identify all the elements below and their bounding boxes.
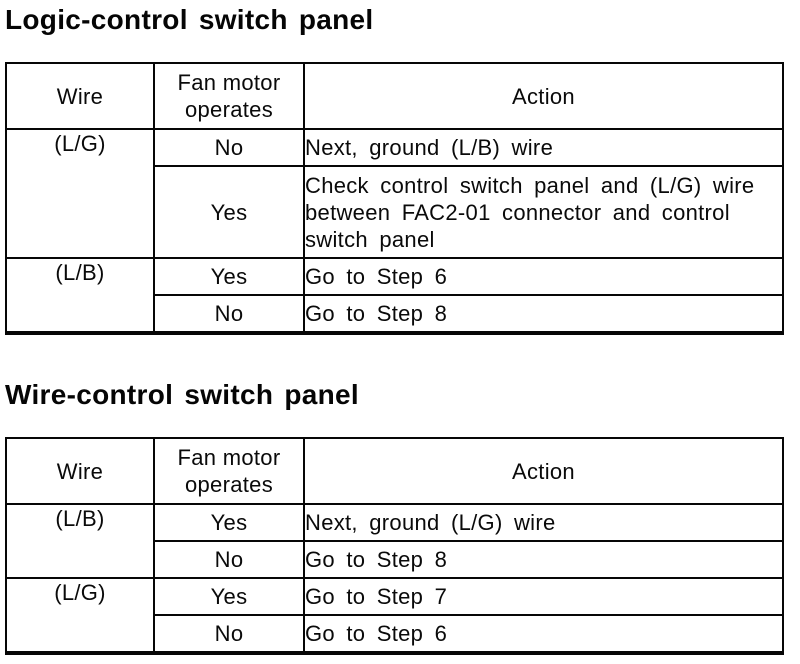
col-header-wire: Wire [5,437,155,505]
table-row: (L/G) No Next, ground (L/B) wire [5,128,784,259]
table-row: (L/G) Yes Go to Step 7 [5,577,784,654]
col-header-action: Action [303,437,784,505]
section-title-logic-control: Logic-control switch panel [5,4,374,35]
wire-cell: (L/B) [5,503,155,579]
wire-cell: (L/G) [5,128,155,259]
table-row: No Go to Step 6 [6,614,784,655]
action-cell: Check control switch panel and (L/G) wir… [303,165,784,259]
col-header-fan-motor-operates: Fan motor operates [153,62,305,130]
wire-control-table: Wire Fan motor operates Action (L/B) Yes… [5,437,784,655]
operates-cell: No [153,128,305,167]
table-header-row: Wire Fan motor operates Action [5,437,784,505]
table-row: No Go to Step 8 [6,540,784,579]
table-row: No Go to Step 8 [6,294,784,335]
operates-cell: No [153,540,305,579]
table-row: (L/B) Yes Next, ground (L/G) wire [5,503,784,579]
action-cell: Go to Step 8 [303,540,784,579]
action-cell: Go to Step 6 [303,614,784,655]
table-row: Yes Check control switch panel and (L/G)… [6,165,784,259]
table-row: (L/B) Yes Go to Step 6 [5,257,784,334]
action-cell: Go to Step 7 [303,577,784,616]
table-header-row: Wire Fan motor operates Action [5,62,784,130]
action-cell: Go to Step 8 [303,294,784,335]
operates-cell: Yes [153,257,305,296]
col-header-fan-motor-operates: Fan motor operates [153,437,305,505]
action-cell: Next, ground (L/G) wire [303,503,784,542]
col-header-wire: Wire [5,62,155,130]
col-header-action: Action [303,62,784,130]
wire-cell: (L/G) [5,577,155,654]
section-title-wire-control: Wire-control switch panel [5,379,359,410]
operates-cell: No [153,614,305,655]
action-cell: Next, ground (L/B) wire [303,128,784,167]
operates-cell: Yes [153,503,305,542]
operates-cell: No [153,294,305,335]
operates-cell: Yes [153,577,305,616]
logic-control-table: Wire Fan motor operates Action (L/G) No … [5,62,784,335]
wire-cell: (L/B) [5,257,155,334]
operates-cell: Yes [153,165,305,259]
action-cell: Go to Step 6 [303,257,784,296]
